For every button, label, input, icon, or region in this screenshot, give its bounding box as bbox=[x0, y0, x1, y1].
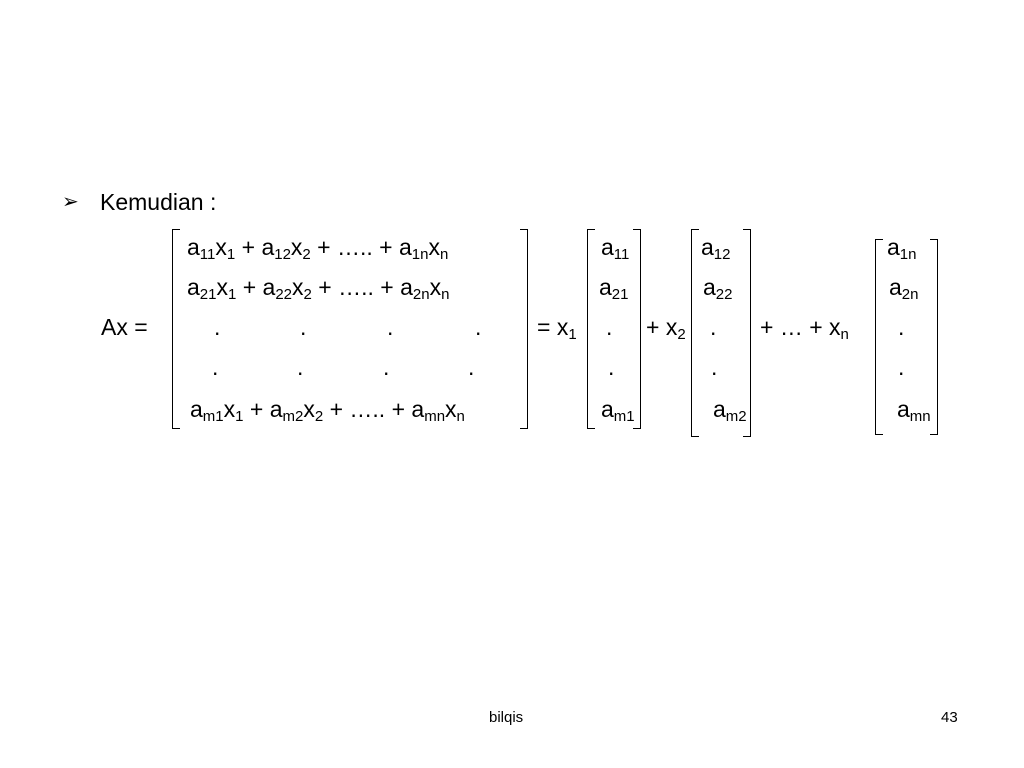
col1-entry-2: a21 bbox=[599, 274, 629, 303]
matrix-dot: . bbox=[475, 314, 482, 340]
coln-left-bracket bbox=[875, 239, 883, 435]
matrix-dot: . bbox=[297, 354, 304, 380]
matrix-dot: . bbox=[468, 354, 475, 380]
matrix-row-m: am1x1 + am2x2 + ….. + amnxn bbox=[190, 396, 465, 425]
matrix-dot: . bbox=[300, 314, 307, 340]
bullet-text: Kemudian : bbox=[100, 189, 217, 215]
col1-dot: . bbox=[608, 354, 615, 380]
col2-entry-2: a22 bbox=[703, 274, 733, 303]
footer-author: bilqis bbox=[489, 709, 524, 726]
matrix-row-2: a21x1 + a22x2 + ….. + a2nxn bbox=[187, 274, 450, 303]
matrix-dot: . bbox=[387, 314, 394, 340]
col2-left-bracket bbox=[691, 229, 699, 437]
col2-dot: . bbox=[710, 314, 717, 340]
col1-left-bracket bbox=[587, 229, 595, 429]
col2-right-bracket bbox=[743, 229, 751, 437]
matrix-row-1: a11x1 + a12x2 + ….. + a1nxn bbox=[187, 234, 449, 263]
bullet-arrow-icon: ➢ bbox=[62, 191, 79, 213]
page-number: 43 bbox=[941, 709, 958, 726]
coln-entry-m: amn bbox=[897, 396, 931, 425]
matrix-dot: . bbox=[212, 354, 219, 380]
coln-dot: . bbox=[898, 314, 905, 340]
col2-entry-m: am2 bbox=[713, 396, 747, 425]
lhs-label: Ax = bbox=[101, 314, 148, 340]
matrix-left-bracket bbox=[172, 229, 180, 429]
col2-entry-1: a12 bbox=[701, 234, 731, 263]
col2-dot: . bbox=[711, 354, 718, 380]
matrix-dot: . bbox=[214, 314, 221, 340]
col1-right-bracket bbox=[633, 229, 641, 429]
coln-dot: . bbox=[898, 354, 905, 380]
matrix-right-bracket bbox=[520, 229, 528, 429]
col1-entry-1: a11 bbox=[601, 234, 630, 263]
coln-right-bracket bbox=[930, 239, 938, 435]
matrix-dot: . bbox=[383, 354, 390, 380]
rhs-tail-xn: + … + xn bbox=[760, 314, 849, 343]
rhs-eq-x1: = x1 bbox=[537, 314, 577, 343]
coln-entry-2: a2n bbox=[889, 274, 919, 303]
col1-entry-m: am1 bbox=[601, 396, 635, 425]
coln-entry-1: a1n bbox=[887, 234, 917, 263]
rhs-plus-x2: + x2 bbox=[646, 314, 686, 343]
col1-dot: . bbox=[606, 314, 613, 340]
